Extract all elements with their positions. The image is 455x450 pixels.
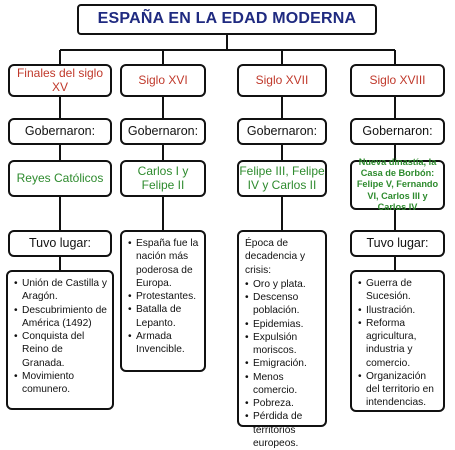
concept-map: ESPAÑA EN LA EDAD MODERNA Finales del si… [0,0,455,433]
rulers-box-1: Reyes Católicos [8,160,112,197]
list-item: Unión de Castilla y Aragón. [14,277,108,304]
diagram-title: ESPAÑA EN LA EDAD MODERNA [77,4,377,35]
list-item: Epidemias. [245,318,321,332]
rulers-box-2: Carlos I y Felipe II [120,160,206,197]
governed-label-1: Gobernaron: [8,118,112,145]
period-box-xviii: Siglo XVIII [350,64,445,97]
events-list-2: España fue la nación más poderosa de Eur… [120,230,206,372]
list-item: Descubrimiento de América (1492) [14,304,108,331]
connector-lines [59,35,396,270]
list-item: Oro y plata. [245,278,321,292]
events-label-1: Tuvo lugar: [8,230,112,257]
list-item: Pobreza. [245,397,321,411]
list-item: España fue la nación más poderosa de Eur… [128,237,200,290]
events-list-4: Guerra de Sucesión. Ilustración. Reforma… [350,270,445,412]
events-list-3: Época de decadencia y crisis: Oro y plat… [237,230,327,449]
list-item: Organización del territorio en intendenc… [358,370,439,410]
period-box-xvii: Siglo XVII [237,64,327,97]
list-item: Protestantes. [128,290,200,304]
list-item: Movimiento comunero. [14,370,108,397]
list-item: Menos comercio. [245,371,321,398]
list-item: Conquista del Reino de Granada. [14,330,108,370]
list-item: Ilustración. [358,304,439,318]
period-box-xvi: Siglo XVI [120,64,206,97]
list-item: Reforma agricultura, industria y comerci… [358,317,439,370]
list-item: Batalla de Lepanto. [128,303,200,330]
governed-label-2: Gobernaron: [120,118,206,145]
governed-label-3: Gobernaron: [237,118,327,145]
list-item: Pérdida de territorios europeos. [245,410,321,450]
list-item: Expulsión moriscos. [245,331,321,358]
period-box-late-xv: Finales del siglo XV [8,64,112,97]
events-list-1: Unión de Castilla y Aragón. Descubrimien… [6,270,114,410]
list-item: Descenso población. [245,291,321,318]
governed-label-4: Gobernaron: [350,118,445,145]
list-item: Guerra de Sucesión. [358,277,439,304]
events-label-4: Tuvo lugar: [350,230,445,257]
rulers-box-4: Nueva dinastía, la Casa de Borbón: Felip… [350,157,445,212]
list-item: Emigración. [245,357,321,371]
rulers-box-3: Felipe III, Felipe IV y Carlos II [237,160,327,197]
events-intro-3: Época de decadencia y crisis: [245,238,306,276]
list-item: Armada Invencible. [128,330,200,357]
